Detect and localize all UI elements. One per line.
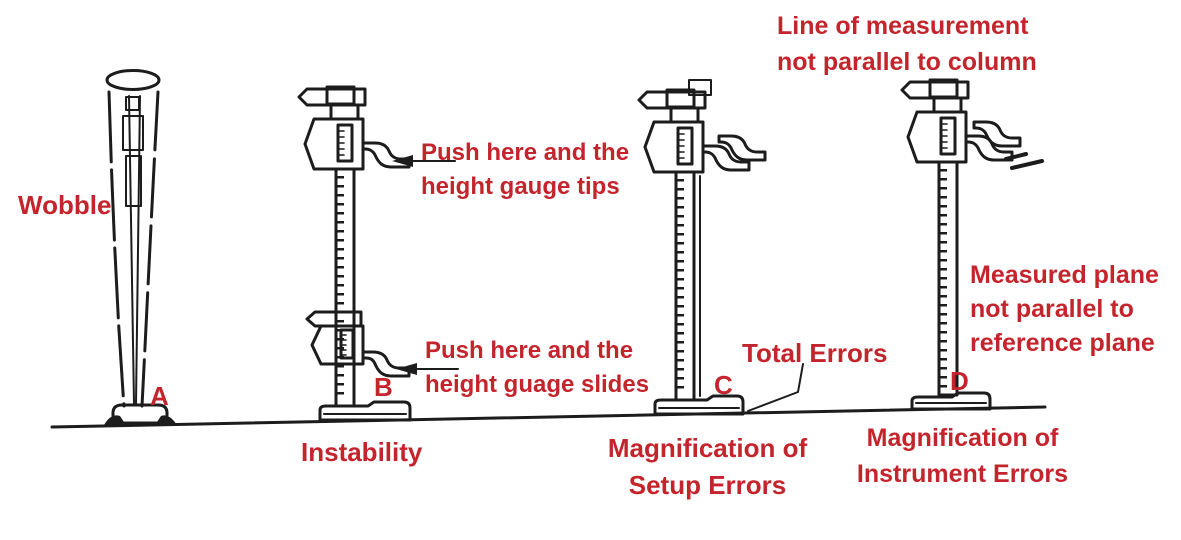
figure-letter-b: B [374,372,393,402]
magnification-instrument-line2: Instrument Errors [856,460,1069,488]
figure-letter-c: C [714,370,733,400]
line-of-measurement-line2: not parallel to column [777,48,1037,76]
magnification-setup-line2: Setup Errors [628,470,787,500]
magnification-instrument-line1: Magnification of [866,424,1059,452]
figure-letter-a: A [150,381,169,411]
wobble-figure [104,69,177,425]
height-gauge-d [902,80,1022,411]
push-tips-line1: Push here and the [421,139,630,166]
height-gauge-b [299,87,412,422]
measured-plane-line3: reference plane [970,329,1155,357]
push-arrow-top-icon [392,155,456,167]
line-of-measurement-label: Line of measurement not parallel to colu… [777,8,1037,80]
instability-caption: Instability [301,437,423,467]
magnification-setup-caption: Magnification of Setup Errors [600,430,815,504]
measured-plane-line2: not parallel to [970,295,1134,323]
measured-plane-line1: Measured plane [970,261,1159,289]
ground-line [50,405,1047,429]
push-tips-label: Push here and the height gauge tips [421,136,629,204]
total-errors-pointer [747,363,804,412]
magnification-instrument-caption: Magnification of Instrument Errors [845,420,1080,492]
push-arrow-bottom-icon [396,363,459,375]
figure-letter-d: D [950,366,969,396]
height-gauge-c [639,79,767,416]
line-of-measurement-line1: Line of measurement [777,12,1029,40]
wobble-label: Wobble [18,190,112,220]
push-tips-line2: height gauge tips [421,173,620,200]
measured-plane-mark-icon [1004,152,1044,170]
magnification-setup-line1: Magnification of [607,433,808,463]
measured-plane-label: Measured plane not parallel to reference… [970,258,1159,360]
push-slides-line1: Push here and the [425,337,634,364]
total-errors-label: Total Errors [742,338,888,368]
push-slides-label: Push here and the height guage slides [425,334,649,402]
push-slides-line2: height guage slides [425,371,650,398]
